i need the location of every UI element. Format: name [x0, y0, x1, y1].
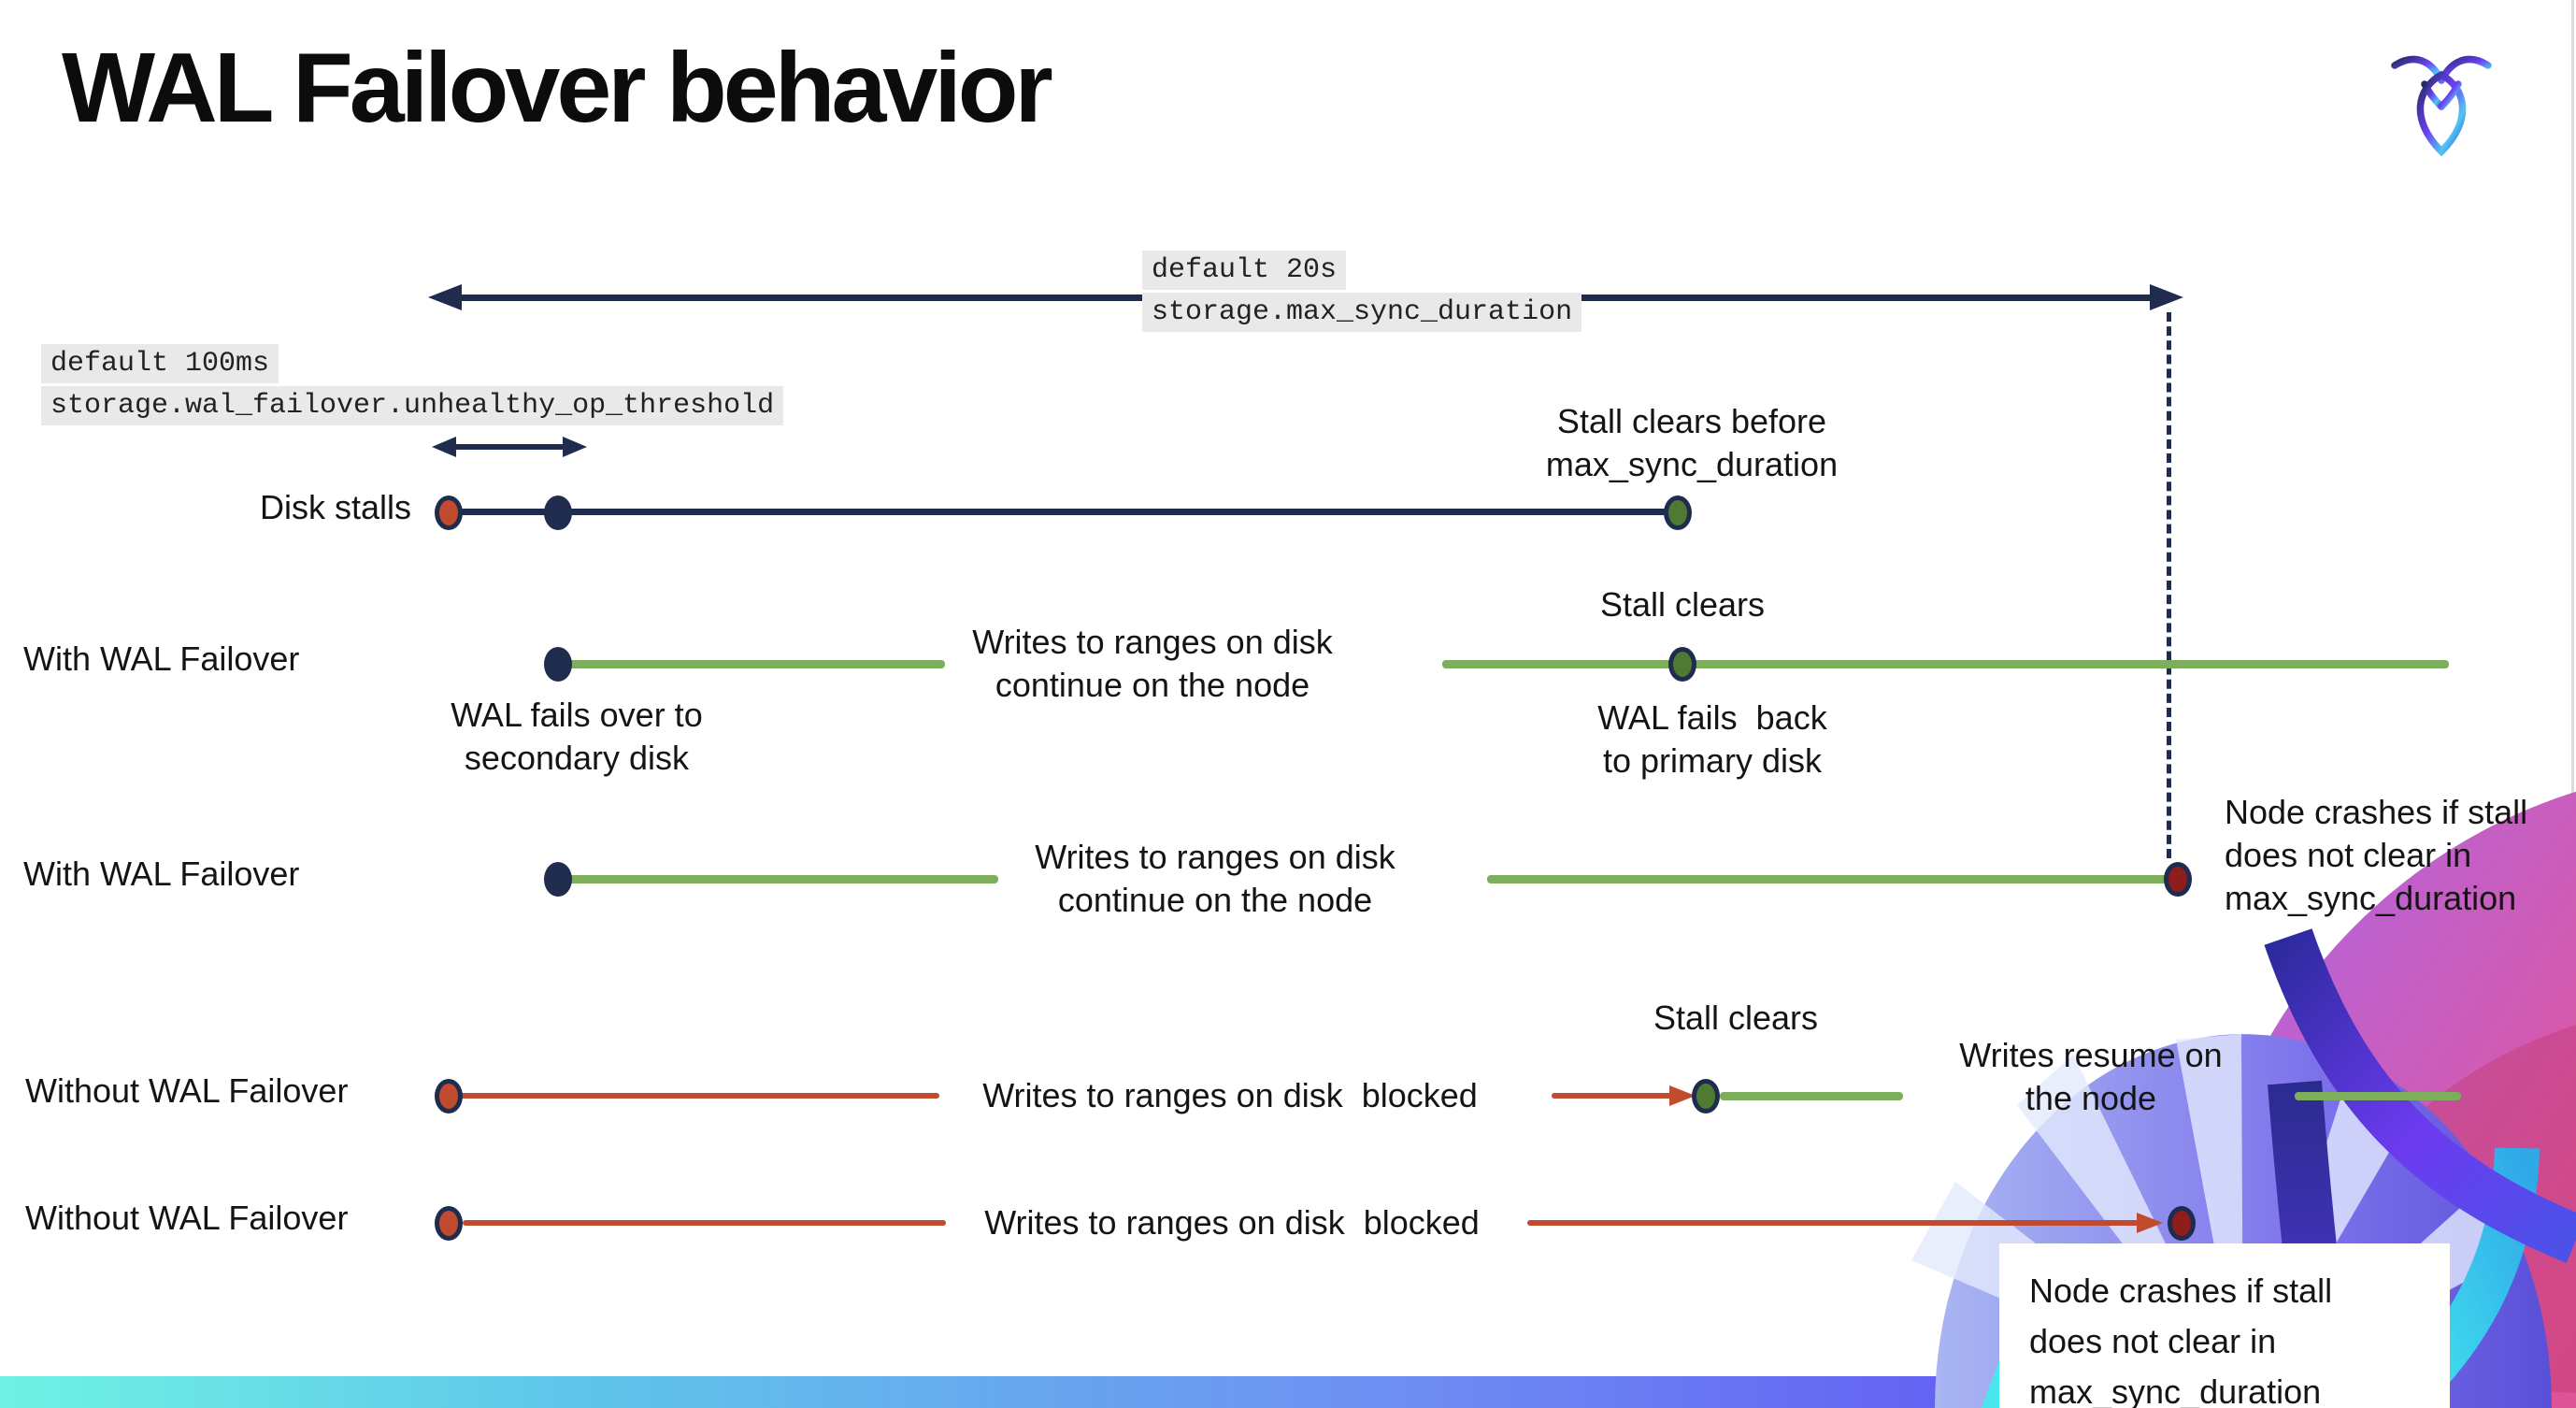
node-crash-dot-row5 — [2168, 1206, 2196, 1241]
note-node-crashes-1: Node crashes if stall does not clear in … — [2225, 793, 2528, 917]
cockroachdb-logo-icon — [2391, 55, 2492, 157]
failover-dot-row3 — [544, 862, 572, 897]
max-sync-deadline-dashed-line — [2167, 312, 2171, 858]
row3-green-segment-b — [1487, 875, 2173, 884]
row5-red-segment-a — [463, 1220, 946, 1226]
stall-clear-dot-row1 — [1664, 496, 1692, 530]
row2-green-segment-b — [1442, 660, 2449, 668]
row-label-without-wal-failover-1: Without WAL Failover — [25, 1071, 349, 1110]
page-title: WAL Failover behavior — [62, 33, 1053, 143]
row4-green-segment-a — [1720, 1092, 1903, 1100]
threshold-default-label: default 100ms — [41, 344, 279, 383]
row4-red-arrowhead-icon — [1669, 1085, 1696, 1106]
arrow-left-head-icon — [428, 284, 462, 310]
note-writes-blocked-2: Writes to ranges on disk blocked — [984, 1203, 1480, 1242]
arrow-right-head-icon — [2150, 284, 2183, 310]
row-label-without-wal-failover-2: Without WAL Failover — [25, 1199, 349, 1237]
note-stall-clears-2: Stall clears — [1653, 999, 1819, 1037]
stall-clear-dot-row4 — [1692, 1079, 1720, 1113]
stall-start-dot-row5 — [435, 1206, 463, 1241]
max-sync-setting-label: storage.max_sync_duration — [1142, 293, 1582, 332]
note-wal-fails-back: WAL fails back to primary disk — [1597, 698, 1827, 780]
stall-clear-dot-row2 — [1668, 647, 1696, 682]
row5-red-arrowhead-icon — [2137, 1213, 2163, 1233]
stall-start-dot-row4 — [435, 1079, 463, 1113]
note-writes-blocked-1: Writes to ranges on disk blocked — [982, 1076, 1478, 1114]
row-label-disk-stalls: Disk stalls — [259, 488, 411, 526]
note-writes-continue-1: Writes to ranges on disk continue on the… — [972, 623, 1333, 704]
note-writes-continue-2: Writes to ranges on disk continue on the… — [1035, 838, 1395, 919]
failover-dot-row2 — [544, 647, 572, 682]
row4-green-segment-b — [2295, 1092, 2461, 1100]
threshold-setting-label: storage.wal_failover.unhealthy_op_thresh… — [41, 386, 784, 425]
note-stall-clears-before: Stall clears before max_sync_duration — [1545, 402, 1839, 483]
row3-green-segment-a — [565, 875, 998, 884]
right-edge-line — [2571, 0, 2574, 1408]
note-wal-fails-over: WAL fails over to secondary disk — [451, 696, 703, 777]
row-label-with-wal-failover-2: With WAL Failover — [23, 855, 300, 893]
note-stall-clears-1: Stall clears — [1599, 585, 1766, 624]
max-sync-default-label: default 20s — [1142, 251, 1347, 290]
row4-red-segment-a — [456, 1093, 939, 1099]
stall-start-dot — [435, 496, 463, 530]
note-node-crashes-2: Node crashes if stall does not clear in … — [2029, 1272, 2333, 1408]
threshold-arrow-left-head-icon — [432, 437, 456, 457]
note-writes-resume: Writes resume on the node — [1959, 1036, 2223, 1117]
row4-red-segment-b — [1552, 1093, 1673, 1099]
row5-red-segment-b — [1527, 1220, 2140, 1226]
failover-threshold-dot — [544, 496, 572, 530]
threshold-span-arrow-line — [451, 444, 566, 450]
disk-stall-timeline — [449, 509, 1678, 515]
threshold-arrow-right-head-icon — [563, 437, 587, 457]
node-crash-note-box: Node crashes if stall does not clear in … — [1999, 1243, 2450, 1408]
row2-green-segment-a — [565, 660, 945, 668]
node-crash-dot-row3 — [2164, 862, 2192, 897]
row-label-with-wal-failover-1: With WAL Failover — [23, 639, 300, 678]
